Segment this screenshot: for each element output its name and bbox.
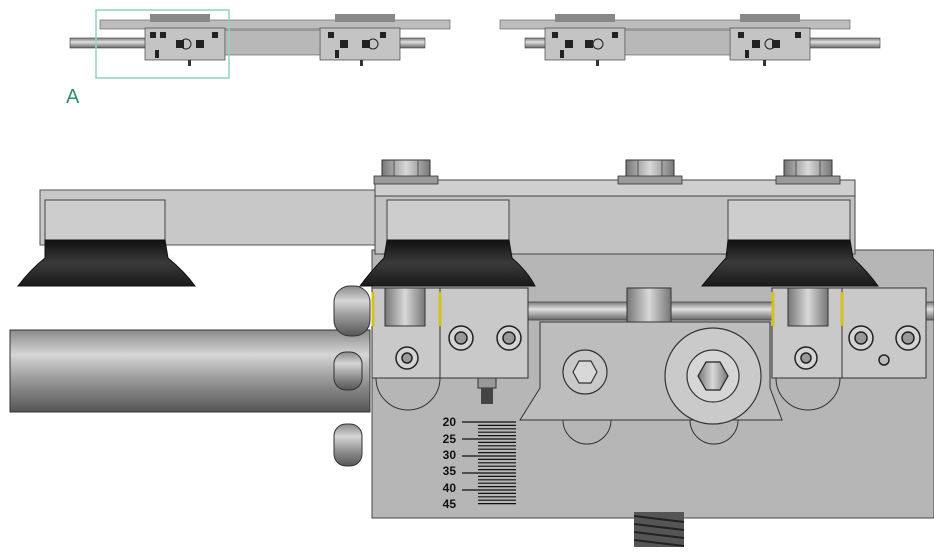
fitting [333, 423, 363, 467]
thumb-bolts [555, 14, 615, 22]
clamp-bolt [384, 287, 426, 327]
top-hex-bolt [617, 159, 683, 185]
threaded-shaft [633, 512, 685, 547]
thumb-bolts [335, 14, 395, 22]
cup-holder-right [727, 199, 851, 243]
eccentric-hub [664, 327, 762, 425]
suction-cup-left [16, 239, 196, 287]
scale-label: 30 [443, 448, 457, 462]
adjustment-scale: 20 25 30 35 40 45 [443, 415, 516, 511]
top-hex-bolt [775, 159, 841, 185]
scale-label: 45 [443, 497, 457, 511]
thumb-bolts [740, 14, 800, 22]
thumb-top-plate [99, 19, 451, 30]
center-bolt [626, 287, 672, 327]
fitting [333, 285, 371, 337]
detail-a-callout-frame [95, 9, 230, 79]
top-hex-bolt [373, 159, 439, 185]
suction-cup-center [358, 239, 536, 287]
detail-view-a: 20 25 30 35 40 45 [9, 159, 934, 547]
hex-socket-left [562, 349, 608, 395]
thumbnail-assembly-right [499, 14, 881, 66]
thumb-bridge [224, 29, 321, 56]
suction-cup-right [700, 239, 879, 287]
scale-label: 35 [443, 464, 457, 478]
scale-label: 20 [443, 415, 457, 429]
fitting [333, 351, 363, 391]
scale-label: 25 [443, 432, 457, 446]
scale-ticks [462, 421, 516, 505]
yellow-accent-lines [371, 292, 844, 326]
thumb-bridge [624, 29, 731, 56]
cup-holder-left [44, 199, 166, 243]
cup-holder-center [386, 199, 510, 243]
pneumatic-cylinder [9, 329, 371, 413]
clamp-bolt [787, 287, 829, 327]
thumbnail-assembly-left [69, 14, 451, 66]
thumb-top-plate [499, 19, 851, 30]
clamp-nuts [395, 325, 921, 370]
detail-label-a: A [66, 86, 80, 108]
thumb-bolts [150, 14, 210, 22]
scale-label: 40 [443, 481, 457, 495]
